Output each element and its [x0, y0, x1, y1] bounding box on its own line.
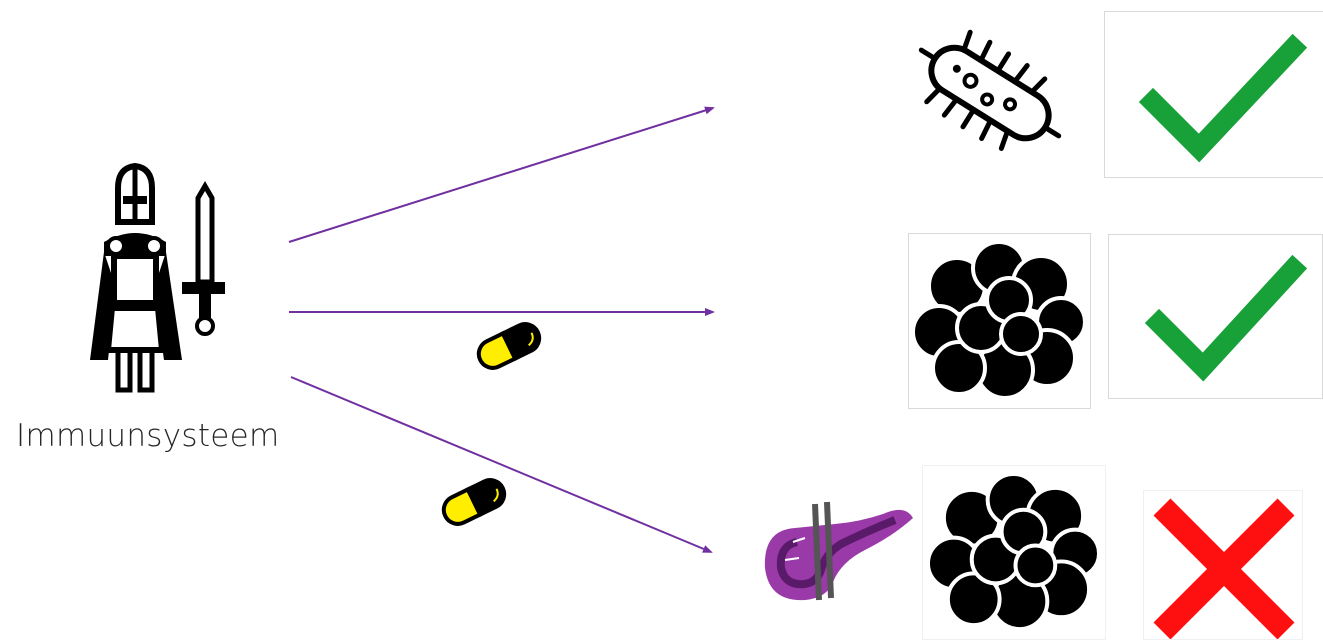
cell-cluster-icon: [911, 240, 1087, 400]
knight-with-sword-icon: [90, 162, 225, 393]
immune-system-label: Immuunsysteem: [16, 418, 280, 454]
capsule-icon: [441, 478, 507, 526]
success-panel: [1104, 11, 1323, 178]
arrow-to-tumor-with-organ: [290, 376, 713, 553]
bacterium-icon: [918, 29, 1062, 151]
cell-cluster-icon: [926, 471, 1101, 632]
tumor-panel: [922, 465, 1106, 640]
capsule-icon: [476, 322, 542, 370]
success-panel: [1108, 234, 1323, 399]
cross-icon: [1153, 498, 1295, 639]
pancreas-icon: [764, 501, 913, 601]
tumor-panel: [908, 233, 1091, 409]
checkmark-icon: [1138, 33, 1308, 163]
arrow-to-bacterium: [288, 106, 715, 243]
checkmark-icon: [1144, 254, 1308, 382]
failure-panel: [1143, 490, 1303, 640]
